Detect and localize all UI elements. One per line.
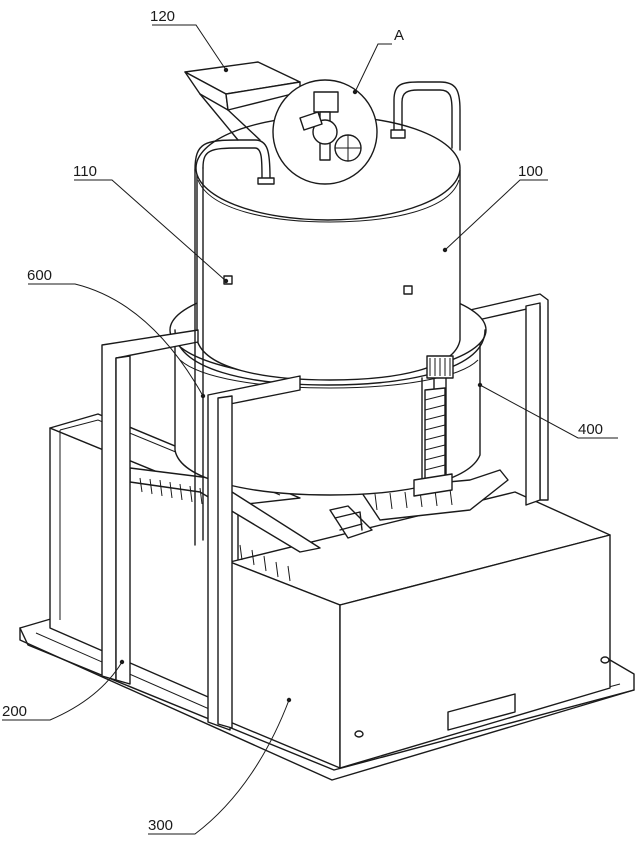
label-110: 110 — [73, 163, 97, 180]
front-box — [229, 491, 611, 769]
screw-lifter — [413, 355, 454, 497]
label-400: 400 — [578, 421, 603, 438]
side-pipes — [194, 81, 461, 546]
label-300: 300 — [148, 817, 173, 834]
left-frame — [101, 329, 301, 731]
label-600: 600 — [27, 267, 52, 284]
leader-lines — [2, 24, 618, 835]
label-100: 100 — [518, 163, 543, 180]
label-a: A — [394, 27, 404, 44]
label-120: 120 — [150, 8, 175, 25]
label-200: 200 — [2, 703, 27, 720]
detail-a-circle — [272, 79, 378, 185]
